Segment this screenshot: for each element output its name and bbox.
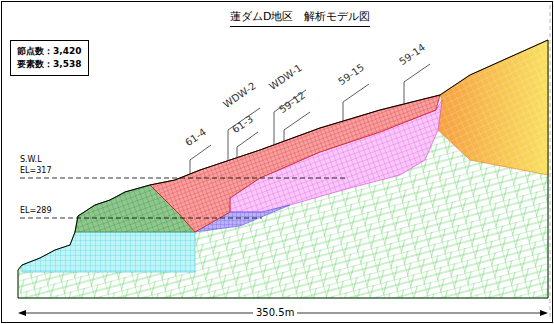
arrow-head [540,310,548,316]
borehole-label: 61-3 [230,113,255,136]
info-text: 要素数：3,538 [17,58,82,71]
borehole-label: 61-4 [183,126,208,149]
info-text: 節点数：3,420 [17,45,82,58]
bottom-boundary [18,298,548,299]
orange-zone [438,40,548,175]
borehole-label: 59-12 [277,90,308,116]
info-box: 節点数：3,420要素数：3,538 [10,40,89,76]
diagram-title: 蓮ダムD地区 解析モデル図 [230,10,370,27]
base-mesh [18,40,548,298]
dimension-label: 350.5m [253,307,297,319]
left-boundary [18,270,19,298]
water-level-line [20,218,262,219]
borehole-label: WDW-2 [221,80,258,111]
ground-surface [18,40,548,270]
arrow-head [18,310,26,316]
water-level-label: S.W.L [20,155,42,165]
slide-mass [150,95,440,232]
borehole-label: WDW-1 [267,62,304,93]
cyan-layer [22,232,195,272]
water-level-label: EL=289 [20,206,51,216]
borehole-leaders [190,64,430,174]
water-level-label: EL=317 [20,166,51,176]
orange-mesh [438,40,548,175]
dashed-vertical [550,5,551,318]
right-boundary [548,40,549,298]
water-level-line [20,178,345,179]
borehole-label: 59-14 [397,42,428,68]
borehole-label: 59-15 [336,62,367,88]
